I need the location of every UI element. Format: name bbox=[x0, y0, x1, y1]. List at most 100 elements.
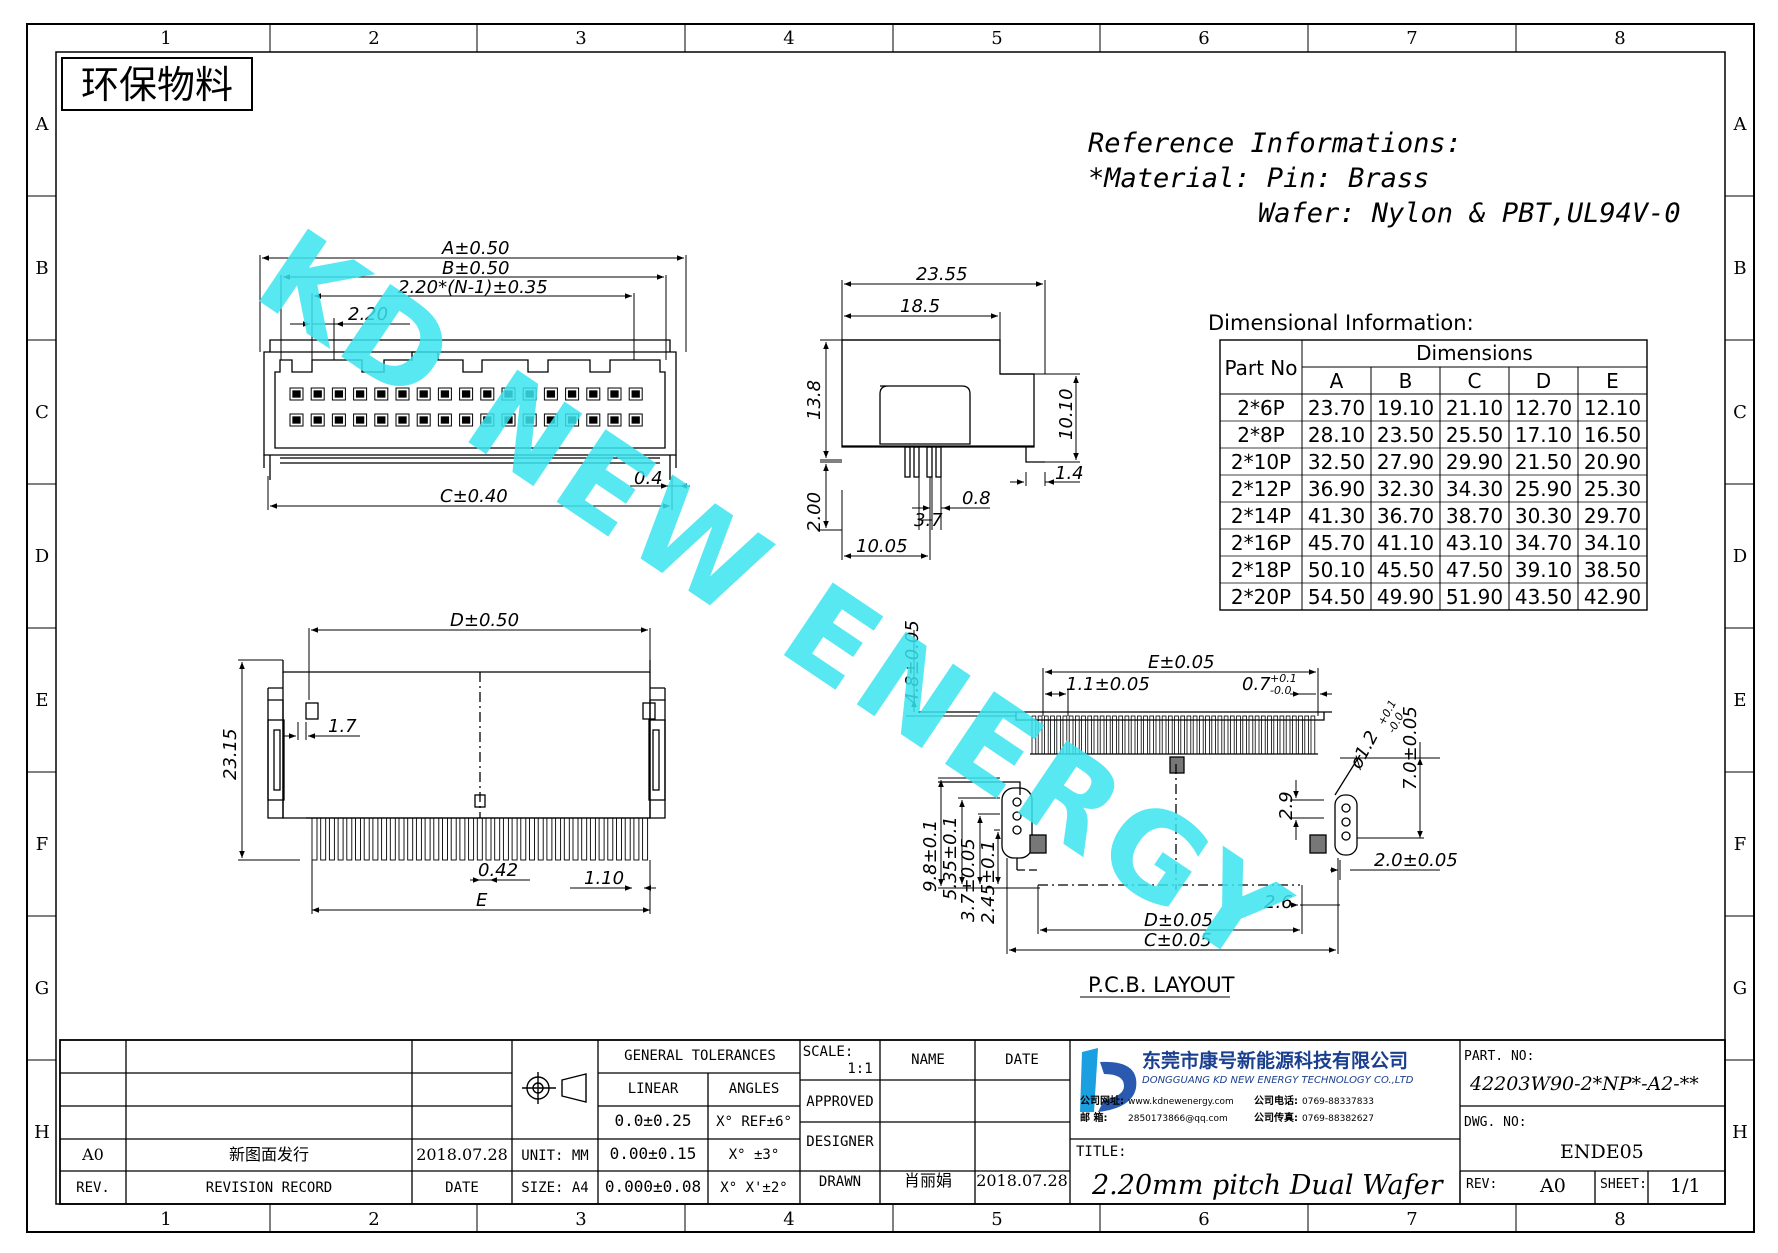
bottom-pin bbox=[363, 817, 370, 861]
bottom-pin bbox=[642, 817, 649, 861]
dimension-cell: 47.50 bbox=[1446, 558, 1503, 582]
dim-2-6-label: 2.6 bbox=[1264, 892, 1293, 913]
front-pin-lower bbox=[437, 413, 452, 427]
dim-23-55-label: 23.55 bbox=[916, 264, 968, 285]
dim-c-005-label: C±0.05 bbox=[1144, 930, 1212, 951]
dim-a-label: A±0.50 bbox=[441, 238, 509, 259]
bottom-pin bbox=[537, 817, 544, 861]
linear-label: LINEAR bbox=[628, 1081, 679, 1097]
dim-c-label: C±0.40 bbox=[440, 486, 508, 507]
dimension-cell: 20.90 bbox=[1584, 450, 1641, 474]
dim-5-35-label: 5.35±0.1 bbox=[940, 816, 961, 900]
front-pin-lower-core bbox=[589, 416, 598, 424]
front-pin-lower bbox=[522, 413, 537, 427]
pcb-pad bbox=[1149, 715, 1155, 755]
dimension-cell: 19.10 bbox=[1377, 396, 1434, 420]
approved-label: APPROVED bbox=[806, 1094, 873, 1110]
zone-col-7-top: 7 bbox=[1406, 28, 1417, 49]
dimension-cell: 43.50 bbox=[1515, 585, 1572, 609]
company-name-en: DONGGUANG KD NEW ENERGY TECHNOLOGY CO.,L… bbox=[1142, 1075, 1414, 1086]
front-pin-lower bbox=[310, 413, 325, 427]
bottom-view-labels: D±0.50 1.7 23.15 0.42 1.10 E bbox=[220, 610, 624, 911]
dim-2-45-label: 2.45±0.1 bbox=[978, 840, 999, 924]
pcb-pad bbox=[1292, 715, 1297, 755]
front-pin-upper-core bbox=[440, 390, 450, 398]
reference-material-pin: *Material: Pin: Brass bbox=[1088, 163, 1429, 194]
dim-1-10-label: 1.10 bbox=[584, 868, 624, 889]
column-header-e: E bbox=[1606, 369, 1619, 393]
dim-e-005-label: E±0.05 bbox=[1148, 652, 1215, 673]
bottom-pin bbox=[442, 817, 448, 861]
dim-10-05-label: 10.05 bbox=[856, 536, 908, 557]
front-pin-upper-core bbox=[610, 390, 619, 398]
title-block-text: GENERAL TOLERANCES LINEAR ANGLES 0.0±0.2… bbox=[76, 1044, 1068, 1196]
dim-18-5-label: 18.5 bbox=[900, 296, 940, 317]
date-header-approval: DATE bbox=[1005, 1052, 1039, 1068]
front-pin-upper-core bbox=[546, 390, 556, 398]
dimension-cell: 36.90 bbox=[1308, 477, 1365, 501]
bottom-pin bbox=[389, 817, 396, 861]
front-pin-upper bbox=[416, 387, 431, 401]
kd-new-energy-watermark: KD NEW ENERGY bbox=[234, 204, 1314, 995]
dimension-cell: 12.10 bbox=[1584, 396, 1641, 420]
tolerance-linear-2: 0.00±0.15 bbox=[610, 1144, 697, 1163]
bottom-pin bbox=[546, 817, 553, 861]
pcb-pad bbox=[1087, 715, 1093, 755]
column-header-a: A bbox=[1330, 369, 1344, 393]
pcb-pad bbox=[1112, 715, 1117, 755]
front-pin-lower-core bbox=[292, 416, 301, 424]
zone-col-5-bottom: 5 bbox=[991, 1209, 1002, 1230]
eco-material-stamp: 环保物料 bbox=[61, 57, 253, 111]
front-pin-upper-core bbox=[483, 390, 492, 398]
dim-23-15-label: 23.15 bbox=[220, 728, 241, 780]
dimension-cell: 32.30 bbox=[1377, 477, 1434, 501]
front-pin-lower bbox=[501, 413, 516, 427]
front-pin-lower-core bbox=[419, 416, 428, 424]
zone-col-3-bottom: 3 bbox=[575, 1209, 586, 1230]
pcb-pad bbox=[1161, 715, 1167, 755]
bottom-pin bbox=[459, 817, 466, 861]
pcb-pad bbox=[1261, 715, 1266, 755]
dimension-cell: 50.10 bbox=[1308, 558, 1365, 582]
pcb-pad bbox=[1180, 715, 1186, 755]
zone-col-4-bottom: 4 bbox=[783, 1209, 794, 1230]
pcb-pad bbox=[1230, 715, 1235, 755]
zone-grid-ticks bbox=[27, 24, 1754, 1232]
front-pin-lower-core bbox=[313, 416, 322, 424]
bottom-pin bbox=[616, 817, 622, 861]
company-mail-label: 邮 箱: bbox=[1080, 1111, 1107, 1124]
bottom-pin bbox=[372, 817, 379, 861]
zone-row-g-right: G bbox=[1733, 978, 1747, 999]
bottom-pin bbox=[485, 817, 492, 861]
company-name-cn: 东莞市康号新能源科技有限公司 bbox=[1142, 1049, 1408, 1072]
reference-title: Reference Informations: bbox=[1088, 128, 1462, 159]
name-header: NAME bbox=[911, 1052, 945, 1068]
front-pin-upper bbox=[395, 387, 410, 401]
part-no-cell: 2*6P bbox=[1237, 396, 1285, 420]
dimension-cell: 29.90 bbox=[1446, 450, 1503, 474]
bottom-pin bbox=[563, 817, 570, 861]
part-number: 42203W90-2*NP*-A2-** bbox=[1469, 1073, 1699, 1095]
front-pin-lower bbox=[416, 413, 431, 427]
pcb-pad-array bbox=[1031, 715, 1316, 755]
tolerance-linear-1: 0.0±0.25 bbox=[614, 1111, 691, 1130]
pcb-pad bbox=[1075, 715, 1080, 755]
front-pin-lower-core bbox=[525, 416, 534, 424]
zone-col-1-bottom: 1 bbox=[160, 1209, 171, 1230]
pcb-pad bbox=[1031, 715, 1037, 755]
front-pin-lower-core bbox=[355, 416, 365, 424]
dim-2-0-label: 2.0±0.05 bbox=[1374, 850, 1458, 871]
pcb-pad bbox=[1155, 715, 1161, 755]
dimension-cell: 45.70 bbox=[1308, 531, 1365, 555]
angles-label: ANGLES bbox=[729, 1081, 780, 1097]
dimension-cell: 39.10 bbox=[1515, 558, 1572, 582]
dimension-cell: 54.50 bbox=[1308, 585, 1365, 609]
company-tel-label: 公司电话: bbox=[1254, 1094, 1298, 1107]
pcb-pad bbox=[1081, 715, 1086, 755]
tolerance-angle-1: X° REF±6° bbox=[716, 1114, 792, 1130]
front-pin-lower bbox=[543, 413, 558, 427]
part-no-cell: 2*16P bbox=[1231, 531, 1291, 555]
pcb-pad bbox=[1106, 715, 1111, 755]
bottom-pin bbox=[415, 817, 422, 861]
zone-row-g-left: G bbox=[35, 978, 49, 999]
